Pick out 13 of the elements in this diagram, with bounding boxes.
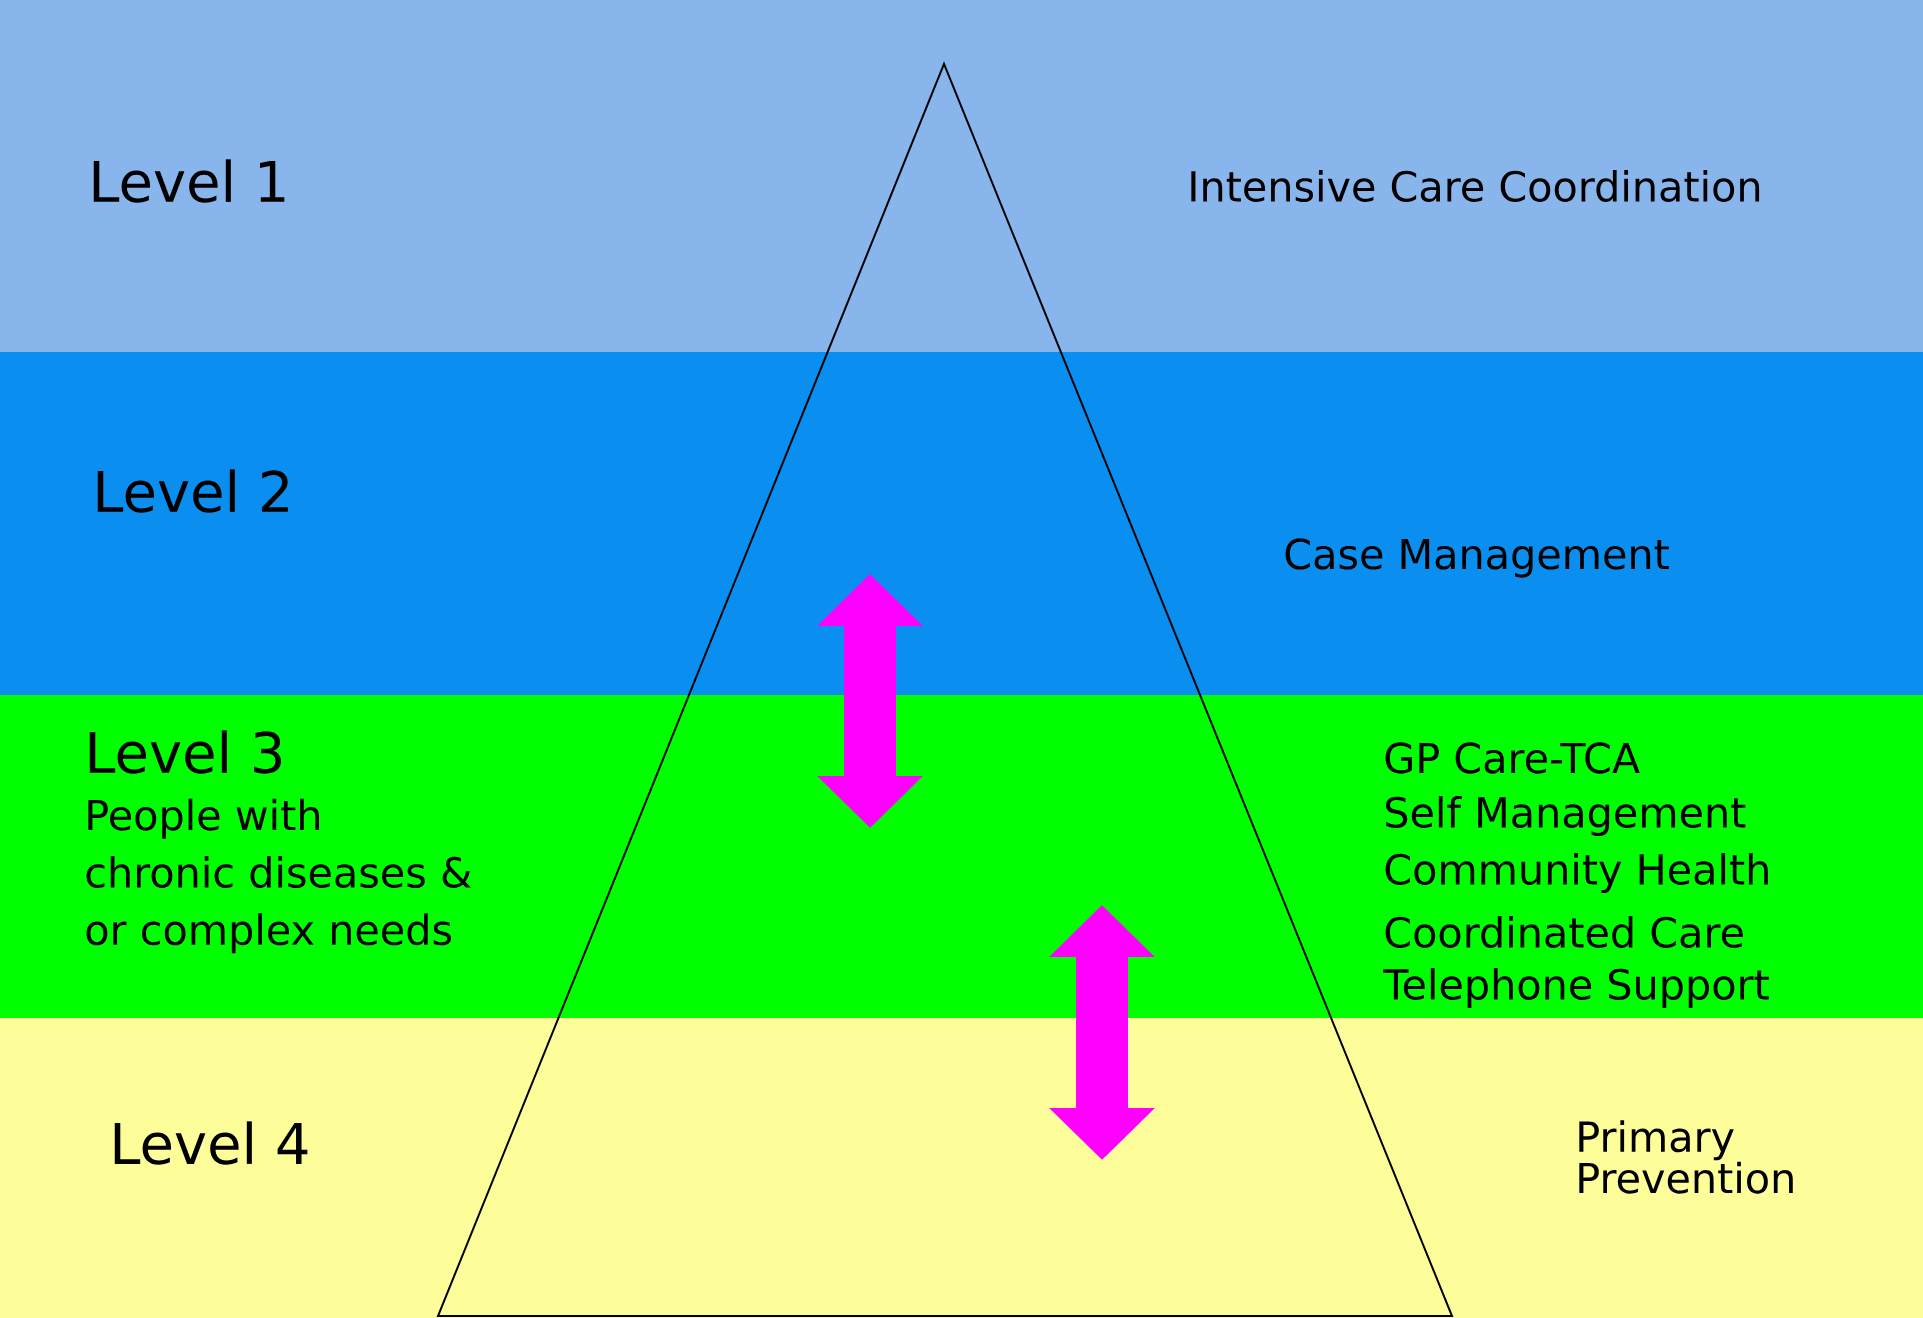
service-label: Telephone Support — [1383, 968, 1769, 1008]
service-label: Primary Prevention — [1579, 1120, 1793, 1194]
service-label: GP Care-TCA — [1385, 742, 1640, 774]
level-label: Level 4 — [114, 1121, 308, 1165]
description-text: People with chronic diseases & or complex needs — [86, 798, 471, 954]
service-label: Intensive Care Coordination — [1191, 170, 1760, 202]
level-label: Level 2 — [97, 469, 288, 513]
service-label: Coordinated Care — [1385, 916, 1743, 948]
level-label: Level 3 — [89, 730, 281, 774]
service-label: Case Management — [1285, 538, 1669, 578]
level-label: Level 1 — [93, 159, 285, 203]
service-label: Self Management — [1386, 796, 1746, 836]
service-label: Community Health — [1385, 853, 1768, 893]
